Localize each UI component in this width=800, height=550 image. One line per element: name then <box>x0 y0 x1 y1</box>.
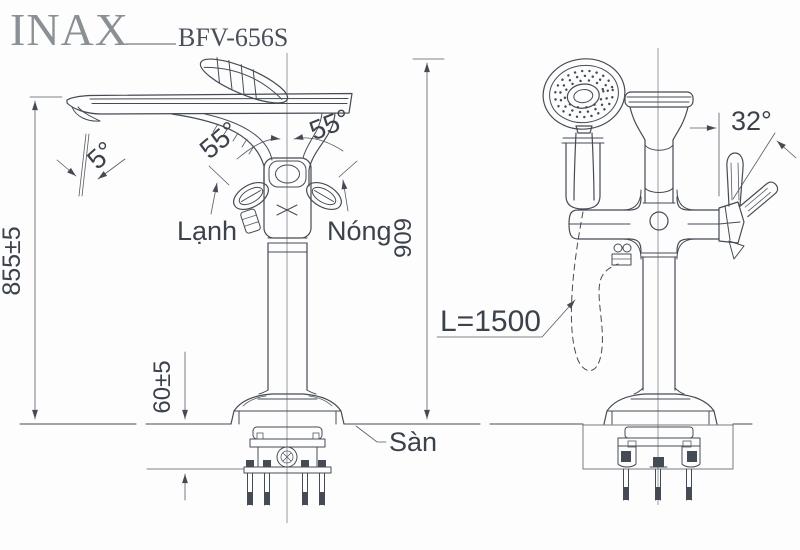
brand-text: INAX <box>10 4 129 55</box>
anchor-bolts-side <box>623 468 692 501</box>
angle-55-right: 55° <box>293 103 358 178</box>
anchor-bolts-front <box>246 460 326 506</box>
base-flange <box>230 393 345 425</box>
shower-hose <box>570 211 619 372</box>
cross-body <box>568 189 720 395</box>
temperature-lever <box>726 152 744 207</box>
cold-label-group: Lạnh <box>177 182 237 246</box>
hose-length-label: L=1500 <box>440 305 541 338</box>
shower-holder <box>561 137 605 210</box>
lever-hub <box>718 201 745 260</box>
angle-55-left: 55° <box>194 115 281 186</box>
model-number: BFV-656S <box>178 23 288 52</box>
spout <box>66 92 353 122</box>
column <box>258 242 317 395</box>
side-view <box>542 48 779 505</box>
front-view <box>66 53 353 523</box>
angle-55-right-label: 55° <box>305 103 354 146</box>
floor-label-group: Sàn <box>355 425 437 457</box>
dim-909-label: 909 <box>390 218 417 258</box>
angle-5: 5° <box>56 133 126 197</box>
dimension-60: 60±5 <box>146 351 244 501</box>
angle-32-label: 32° <box>731 106 772 136</box>
hose-connector <box>611 243 632 266</box>
spout-profile <box>624 91 694 204</box>
lever-tilted <box>738 181 779 218</box>
dim-60-label: 60±5 <box>149 360 176 413</box>
cold-label: Lạnh <box>177 216 237 246</box>
hot-label: Nóng <box>327 216 392 246</box>
underfloor-mount <box>243 426 332 474</box>
dimension-855: 855±5 <box>0 96 63 420</box>
dim-855-label: 855±5 <box>0 226 26 295</box>
angle-5-label: 5° <box>81 136 120 176</box>
diverter-tab <box>240 208 261 234</box>
cold-knob <box>233 181 269 211</box>
base-flange-side <box>603 393 718 425</box>
underfloor-mount-side <box>617 426 701 468</box>
hot-label-group: Nóng <box>327 179 392 246</box>
valve-body <box>263 157 312 244</box>
hose-length-group: L=1500 <box>436 299 576 338</box>
spout-neck <box>171 112 336 187</box>
hot-knob <box>306 181 342 211</box>
underfloor-box <box>582 424 734 470</box>
spout-handle-lever <box>199 57 289 104</box>
brand-logo: INAX BFV-656S <box>10 4 288 55</box>
shower-head <box>542 58 626 130</box>
dimension-909: 909 <box>390 58 445 420</box>
shower-handle <box>573 125 595 201</box>
angle-55-left-label: 55° <box>194 115 245 164</box>
angle-32: 32° <box>689 106 797 200</box>
floor-label: Sàn <box>389 427 437 457</box>
